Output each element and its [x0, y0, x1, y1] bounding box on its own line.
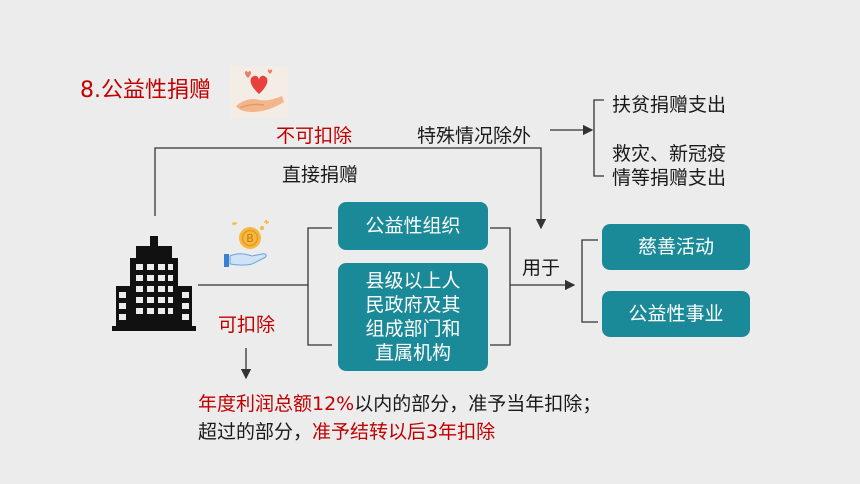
svg-text:B: B [246, 232, 254, 245]
public-welfare-cause-box: 公益性事业 [602, 291, 750, 337]
disaster-donation-line2: 情等捐赠支出 [612, 167, 727, 189]
page-title: 8.公益性捐赠 [80, 78, 211, 103]
coin-hand-icon: B [222, 214, 278, 270]
government-line-2: 民政府及其 [365, 294, 461, 316]
public-welfare-org-box: 公益性组织 [338, 202, 488, 250]
charity-activities-box: 慈善活动 [602, 224, 750, 270]
government-box: 县级以上人 民政府及其 组成部门和 直属机构 [338, 263, 488, 371]
disaster-donation-line1: 救灾、新冠疫 [612, 143, 727, 165]
not-deductible-label: 不可扣除 [276, 125, 353, 147]
building-icon [110, 232, 198, 332]
government-line-4: 直属机构 [374, 342, 451, 364]
rule-line-1: 年度利润总额12%以内的部分，准予当年扣除； [198, 389, 601, 416]
poverty-donation-text: 扶贫捐赠支出 [612, 94, 727, 116]
special-cases-label: 特殊情况除外 [417, 125, 532, 147]
heart-hand-icon [230, 66, 288, 118]
rule-line-2: 超过的部分，准予结转以后3年扣除 [198, 417, 495, 444]
rule-carryforward-text: 准予结转以后3年扣除 [312, 421, 496, 443]
government-line-1: 县级以上人 [365, 270, 461, 292]
direct-donation-label: 直接捐赠 [282, 164, 359, 186]
government-line-3: 组成部门和 [365, 318, 461, 340]
rule-limit-text: 年度利润总额12% [198, 393, 355, 415]
rule-current-year-text: 以内的部分，准予当年扣除； [354, 393, 602, 415]
used-for-label: 用于 [522, 257, 561, 279]
deductible-label: 可扣除 [218, 314, 276, 336]
rule-excess-text: 超过的部分， [198, 421, 313, 443]
